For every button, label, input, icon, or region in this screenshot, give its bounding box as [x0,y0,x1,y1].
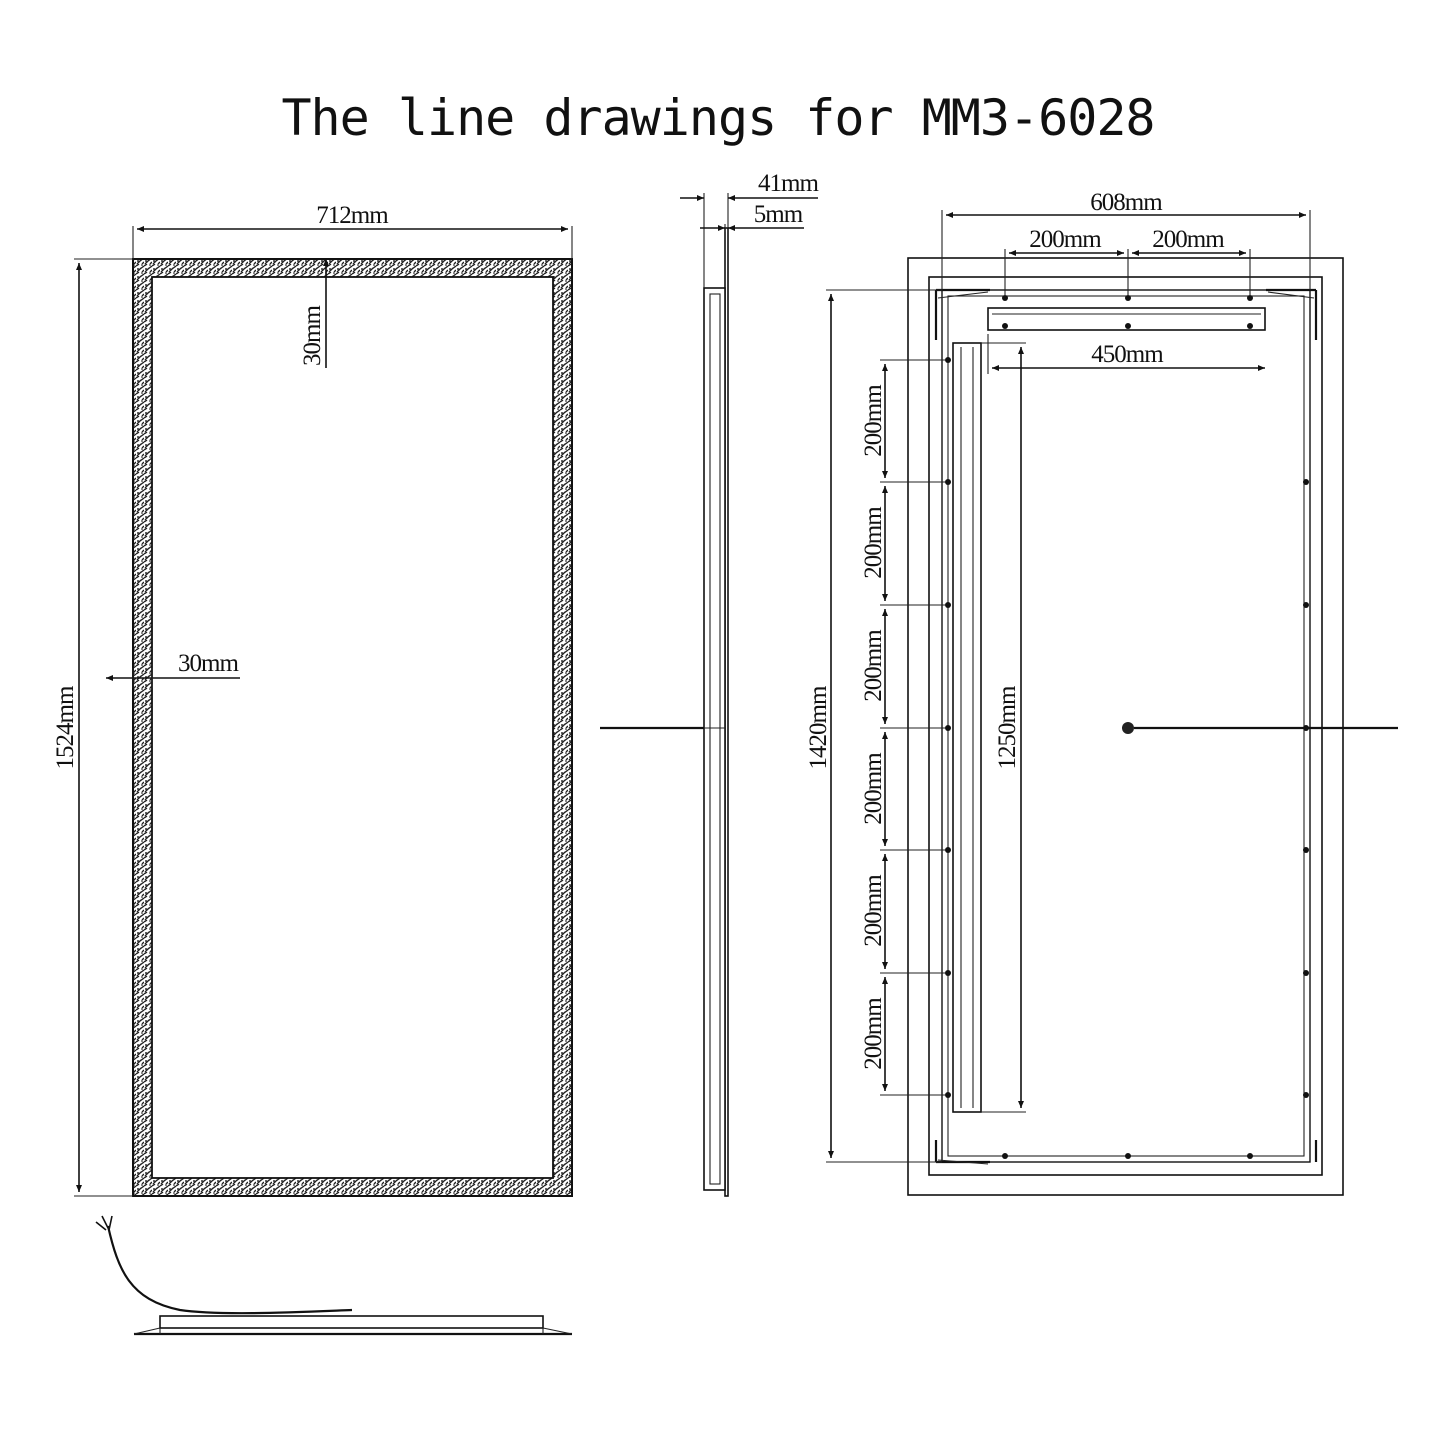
power-cord-exit [1122,722,1134,734]
mounting-points [945,295,1309,1159]
drawing-title: The line drawings for MM3-6028 [281,89,1154,147]
front-view: 712mm 1524mm 30mm 30mm [52,202,573,1197]
left-spacing-label-3: 200mm [860,629,887,702]
top-border-label: 30mm [299,305,326,366]
back-frame-inner [941,289,1311,1163]
left-led-bar [952,342,982,1113]
side-frame-body [703,287,726,1191]
side-view: 41mm 5mm [600,170,820,1197]
top-spacing-label-2: 200mm [1152,226,1225,253]
left-spacing-dimensions [880,359,945,1096]
profile-power-cord [106,1225,353,1315]
mirror-glass-area [151,276,554,1179]
top-spacing-label-1: 200mm [1029,226,1102,253]
left-spacing-label-2: 200mm [860,506,887,579]
back-width-label: 608mm [1090,189,1163,216]
left-spacing-label-1: 200mm [860,384,887,457]
side-border-label: 30mm [178,650,239,677]
bar-height-label: 1250mm [994,685,1021,769]
back-frame-outer [928,276,1323,1176]
front-width-label: 712mm [316,202,389,229]
back-height-label: 1420mm [805,685,832,769]
front-height-label: 1524mm [52,685,79,769]
glass-label: 5mm [754,201,804,228]
left-spacing-label-4: 200mm [860,752,887,825]
profile-frame [159,1315,544,1329]
left-spacing-label-6: 200mm [860,997,887,1070]
bottom-profile-view [95,1215,573,1336]
depth-label: 41mm [758,170,819,197]
left-spacing-label-5: 200mm [860,874,887,947]
back-view: 608mm 200mm 200mm 450mm 1420mm 1250mm [805,189,1398,1196]
bar-width-label: 450mm [1091,341,1164,368]
